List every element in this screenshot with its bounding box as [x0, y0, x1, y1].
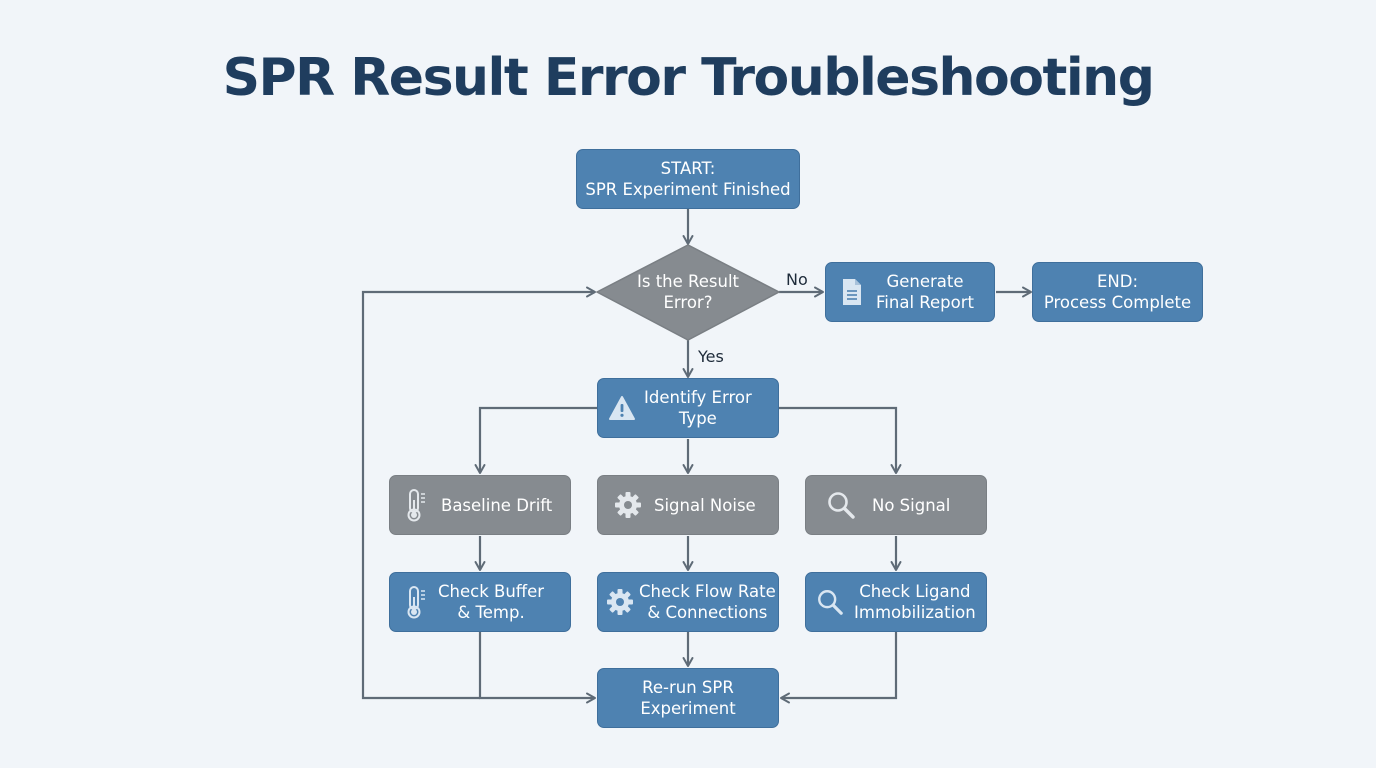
- edge-label-no: No: [786, 270, 808, 289]
- check-flow-line1: Check Flow Rate: [639, 582, 776, 601]
- decision-node-label: Is the Result Error?: [612, 262, 764, 322]
- arrow-identify-to-baseline: [474, 406, 597, 474]
- signal-noise-label: Signal Noise: [654, 495, 756, 515]
- thermometer-icon: [404, 488, 428, 522]
- arrow-ligand-to-rerun: [780, 632, 898, 704]
- magnifier-icon: [826, 490, 856, 520]
- warning-icon: [607, 395, 637, 421]
- arrow-buffer-to-rerun: [478, 632, 596, 704]
- check-ligand-line1: Check Ligand: [859, 582, 971, 601]
- thermometer-icon: [404, 585, 428, 619]
- edge-label-yes: Yes: [698, 347, 724, 366]
- arrow-identify-to-nosignal: [779, 406, 902, 474]
- no-signal-label: No Signal: [872, 495, 951, 515]
- check-ligand-line2: Immobilization: [854, 603, 976, 622]
- document-icon: [838, 278, 866, 306]
- rerun-line2: Experiment: [640, 699, 736, 718]
- generate-report-node: Generate Final Report: [825, 262, 995, 322]
- arrow-rerun-loop-to-decision: [361, 286, 596, 700]
- check-flow-node: Check Flow Rate & Connections: [597, 572, 779, 632]
- no-signal-node: No Signal: [805, 475, 987, 535]
- gear-icon: [606, 588, 634, 616]
- start-node-line2: SPR Experiment Finished: [585, 180, 791, 199]
- baseline-drift-node: Baseline Drift: [389, 475, 571, 535]
- diagram-title: SPR Result Error Troubleshooting: [222, 48, 1155, 108]
- gear-icon: [614, 491, 642, 519]
- check-flow-line2: & Connections: [647, 603, 768, 622]
- start-node-line1: START:: [660, 159, 716, 178]
- end-node-line2: Process Complete: [1043, 293, 1192, 312]
- check-buffer-line2: & Temp.: [457, 603, 525, 622]
- identify-error-line2: Type: [678, 409, 717, 428]
- end-node: END: Process Complete: [1032, 262, 1203, 322]
- start-node: START: SPR Experiment Finished: [576, 149, 800, 209]
- baseline-drift-label: Baseline Drift: [441, 495, 553, 515]
- generate-report-line2: Final Report: [876, 293, 974, 312]
- magnifier-icon: [816, 588, 844, 616]
- check-buffer-node: Check Buffer & Temp.: [389, 572, 571, 632]
- identify-error-line1: Identify Error: [644, 388, 752, 407]
- rerun-node: Re-run SPR Experiment: [597, 668, 779, 728]
- end-node-line1: END:: [1096, 272, 1139, 291]
- check-buffer-line1: Check Buffer: [438, 582, 545, 601]
- generate-report-line1: Generate: [886, 272, 964, 291]
- decision-node-line2: Error?: [663, 293, 713, 312]
- identify-error-node: Identify Error Type: [597, 378, 779, 438]
- decision-node-line1: Is the Result: [636, 272, 739, 291]
- check-ligand-node: Check Ligand Immobilization: [805, 572, 987, 632]
- rerun-line1: Re-run SPR: [642, 678, 734, 697]
- decision-diamond: [595, 244, 781, 341]
- signal-noise-node: Signal Noise: [597, 475, 779, 535]
